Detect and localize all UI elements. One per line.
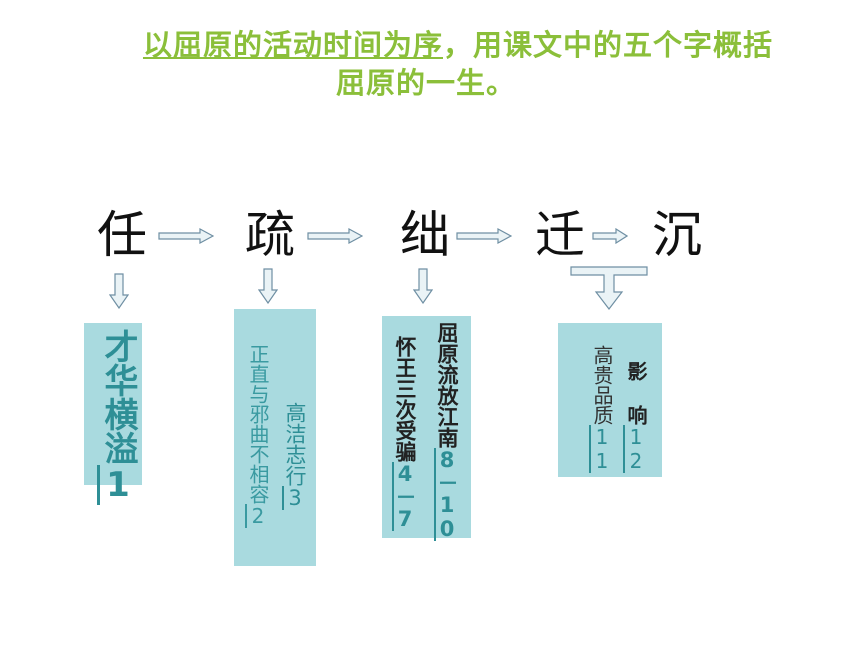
title-line-2: 屈原的一生。	[335, 66, 516, 100]
box-integrity-col2: 正直与邪曲不相容2	[246, 344, 270, 528]
title-underlined: 以屈原的活动时间为序	[142, 28, 443, 62]
stage-shu: 疏	[245, 206, 295, 264]
box-talent-text: 才华横溢1	[98, 329, 138, 505]
arrow-right-icon	[456, 228, 512, 244]
box-exile-col2: 怀王三次受骗4－7	[393, 336, 417, 531]
stage-chu: 绌	[400, 206, 450, 264]
box-influence-col1: 影 响12	[624, 361, 648, 473]
arrow-right-icon	[158, 228, 214, 244]
arrow-right-icon	[307, 228, 363, 244]
title-line-1: 以屈原的活动时间为序，用课文中的五个字概括	[28, 22, 860, 64]
stage-qian: 迁	[535, 206, 585, 264]
arrow-down-icon	[413, 268, 433, 304]
arrow-down-icon	[258, 268, 278, 304]
arrow-down-icon	[109, 273, 129, 309]
box-exile-col1: 屈原流放江南8－10	[435, 322, 459, 541]
box-influence: 影 响12 高贵品质11	[558, 323, 662, 477]
title-rest: ，用课文中的五个字概括	[443, 28, 774, 62]
stage-chen: 沉	[652, 206, 702, 264]
box-talent: 才华横溢1	[84, 323, 142, 505]
stage-ren: 任	[97, 206, 147, 264]
t-arrow-down-icon	[570, 266, 648, 310]
box-influence-col2: 高贵品质11	[590, 345, 614, 473]
arrow-right-icon	[592, 228, 628, 244]
box-integrity-col1: 高洁志行3	[283, 402, 307, 510]
box-exile: 屈原流放江南8－10 怀王三次受骗4－7	[382, 316, 471, 541]
box-integrity: 高洁志行3 正直与邪曲不相容2	[234, 309, 316, 566]
